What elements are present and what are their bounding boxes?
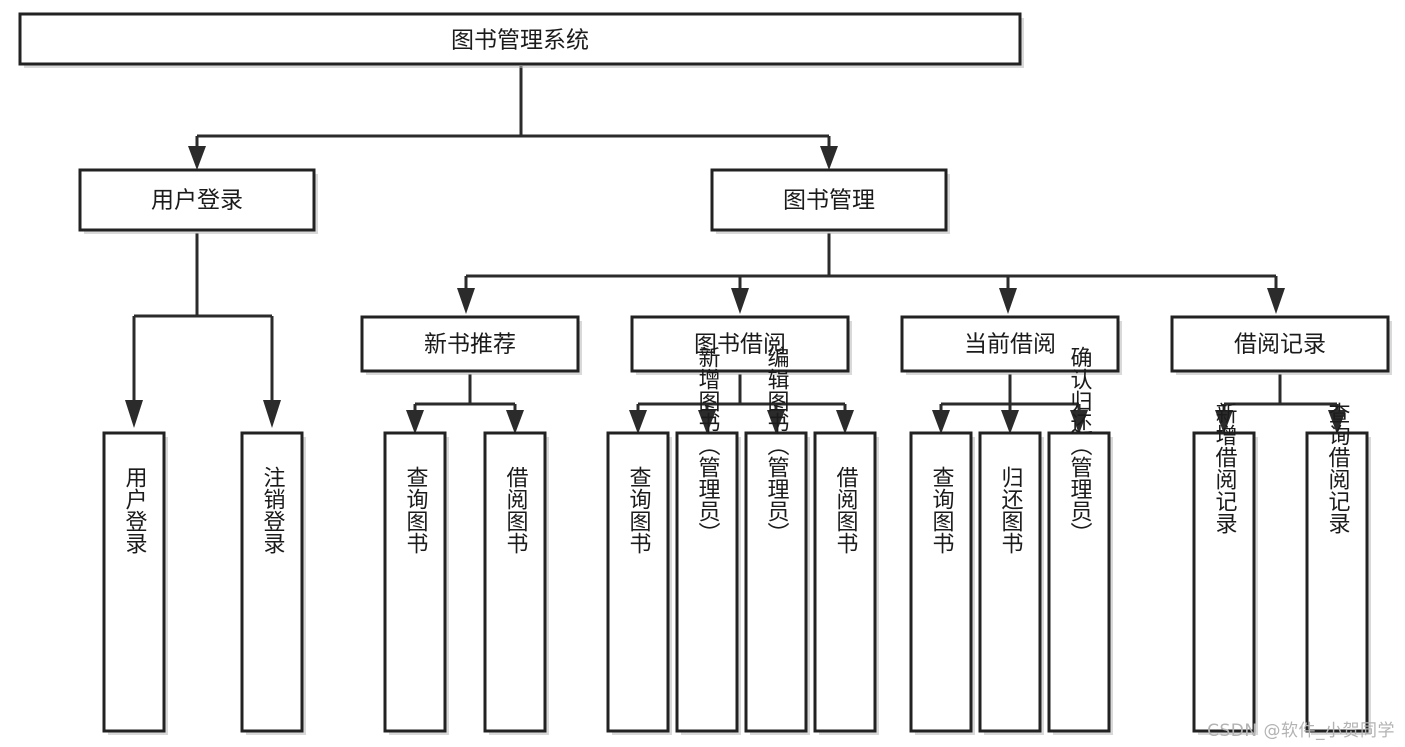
leaf-borrow-records-add[interactable]: 新增借阅记录 (1192, 402, 1258, 735)
leaf-label-user-login-login: 用户登录 (122, 466, 148, 554)
leaf-label-current-borrow-confirm: 确认归还（管理员） (1067, 346, 1093, 544)
arrow-head-leaf-current-borrow-3 (1070, 410, 1088, 434)
arrow-head-leaf-new-book-2 (506, 410, 524, 434)
arrow-head-leaf-borrow-records-1 (1215, 410, 1233, 434)
leaf-new-book-query[interactable]: 查询图书 (383, 431, 449, 735)
leaf-box (978, 431, 1042, 733)
leaf-box (813, 431, 877, 733)
node-current-borrow-label: 当前借阅 (964, 332, 1056, 358)
arrow-head-leaf-user-login-2 (263, 400, 281, 428)
leaf-label-borrow-records-add: 新增借阅记录 (1212, 402, 1238, 534)
arrow-head-book-mgmt (820, 146, 838, 170)
leaf-current-borrow-return[interactable]: 归还图书 (978, 431, 1044, 735)
leaf-borrow-records-query[interactable]: 查询借阅记录 (1305, 402, 1371, 735)
leaf-book-borrow-add[interactable]: 新增图书（管理员） (675, 346, 741, 735)
node-root[interactable]: 图书管理系统 (18, 12, 1024, 68)
leaf-book-borrow-borrow[interactable]: 借阅图书 (813, 431, 879, 735)
leaf-book-borrow-query[interactable]: 查询图书 (606, 431, 672, 735)
arrow-head-leaf-book-borrow-1 (629, 410, 647, 434)
leaf-label-user-login-logout: 注销登录 (260, 466, 286, 554)
arrow-head-leaf-book-borrow-2 (698, 410, 716, 434)
node-root-box (18, 12, 1022, 66)
leaf-box (744, 431, 808, 733)
node-new-book-recommend[interactable]: 新书推荐 (360, 315, 582, 375)
arrow-head-leaf-current-borrow-2 (1001, 410, 1019, 434)
leaf-box (102, 431, 166, 733)
leaf-box (909, 431, 973, 733)
leaf-box (1192, 431, 1256, 733)
node-book-management-box (710, 168, 948, 232)
leaf-current-borrow-confirm[interactable]: 确认归还（管理员） (1047, 346, 1113, 735)
connector-layer (125, 66, 1346, 434)
node-book-borrow-box (630, 315, 850, 373)
leaf-box (675, 431, 739, 733)
node-book-borrow-label: 图书借阅 (694, 332, 786, 358)
leaf-label-new-book-query: 查询图书 (403, 466, 429, 554)
arrow-head-user-login (188, 146, 206, 170)
leaf-label-current-borrow-return: 归还图书 (998, 466, 1024, 554)
node-borrow-records-label: 借阅记录 (1234, 332, 1326, 358)
leaf-new-book-borrow[interactable]: 借阅图书 (483, 431, 549, 735)
node-new-book-recommend-box (360, 315, 580, 373)
node-current-borrow[interactable]: 当前借阅 (900, 315, 1122, 375)
node-borrow-records-box (1170, 315, 1390, 373)
leaf-user-login-login[interactable]: 用户登录 (102, 431, 168, 735)
leaf-label-book-borrow-borrow: 借阅图书 (833, 466, 859, 554)
arrow-head-current-borrow (999, 288, 1017, 314)
leaf-box (483, 431, 547, 733)
leaf-current-borrow-query[interactable]: 查询图书 (909, 431, 975, 735)
node-book-borrow[interactable]: 图书借阅 (630, 315, 852, 375)
node-book-management-label: 图书管理 (783, 188, 875, 214)
leaf-label-book-borrow-add: 新增图书（管理员） (695, 346, 721, 544)
leaf-label-borrow-records-query: 查询借阅记录 (1325, 402, 1351, 534)
leaf-label-new-book-borrow: 借阅图书 (503, 466, 529, 554)
arrow-head-leaf-user-login-1 (125, 400, 143, 428)
node-user-login-box (78, 168, 316, 232)
leaf-box (383, 431, 447, 733)
node-new-book-recommend-label: 新书推荐 (424, 332, 516, 358)
arrow-head-leaf-new-book-1 (406, 410, 424, 434)
arrow-head-leaf-borrow-records-2 (1328, 410, 1346, 434)
leaf-label-book-borrow-edit: 编辑图书（管理员） (764, 346, 790, 544)
node-root-label: 图书管理系统 (451, 28, 589, 54)
node-current-borrow-box (900, 315, 1120, 373)
arrow-head-new-book (457, 288, 475, 314)
arrow-head-borrow-records (1267, 288, 1285, 314)
csdn-watermark: CSDN @软件_小贺同学 (1207, 721, 1395, 741)
leaf-user-login-logout[interactable]: 注销登录 (240, 431, 306, 735)
leaf-box (1305, 431, 1369, 733)
arrow-head-leaf-book-borrow-3 (767, 410, 785, 434)
leaf-box (1047, 431, 1111, 733)
arrow-head-book-borrow (731, 288, 749, 314)
node-book-management[interactable]: 图书管理 (710, 168, 950, 234)
leaf-box (606, 431, 670, 733)
leaf-box (240, 431, 304, 733)
leaf-label-current-borrow-query: 查询图书 (929, 466, 955, 554)
node-user-login-label: 用户登录 (151, 188, 243, 214)
leaf-label-book-borrow-query: 查询图书 (626, 466, 652, 554)
arrow-head-leaf-current-borrow-1 (932, 410, 950, 434)
node-user-login[interactable]: 用户登录 (78, 168, 318, 234)
node-borrow-records[interactable]: 借阅记录 (1170, 315, 1392, 375)
arrow-head-leaf-book-borrow-4 (836, 410, 854, 434)
leaf-book-borrow-edit[interactable]: 编辑图书（管理员） (744, 346, 810, 735)
